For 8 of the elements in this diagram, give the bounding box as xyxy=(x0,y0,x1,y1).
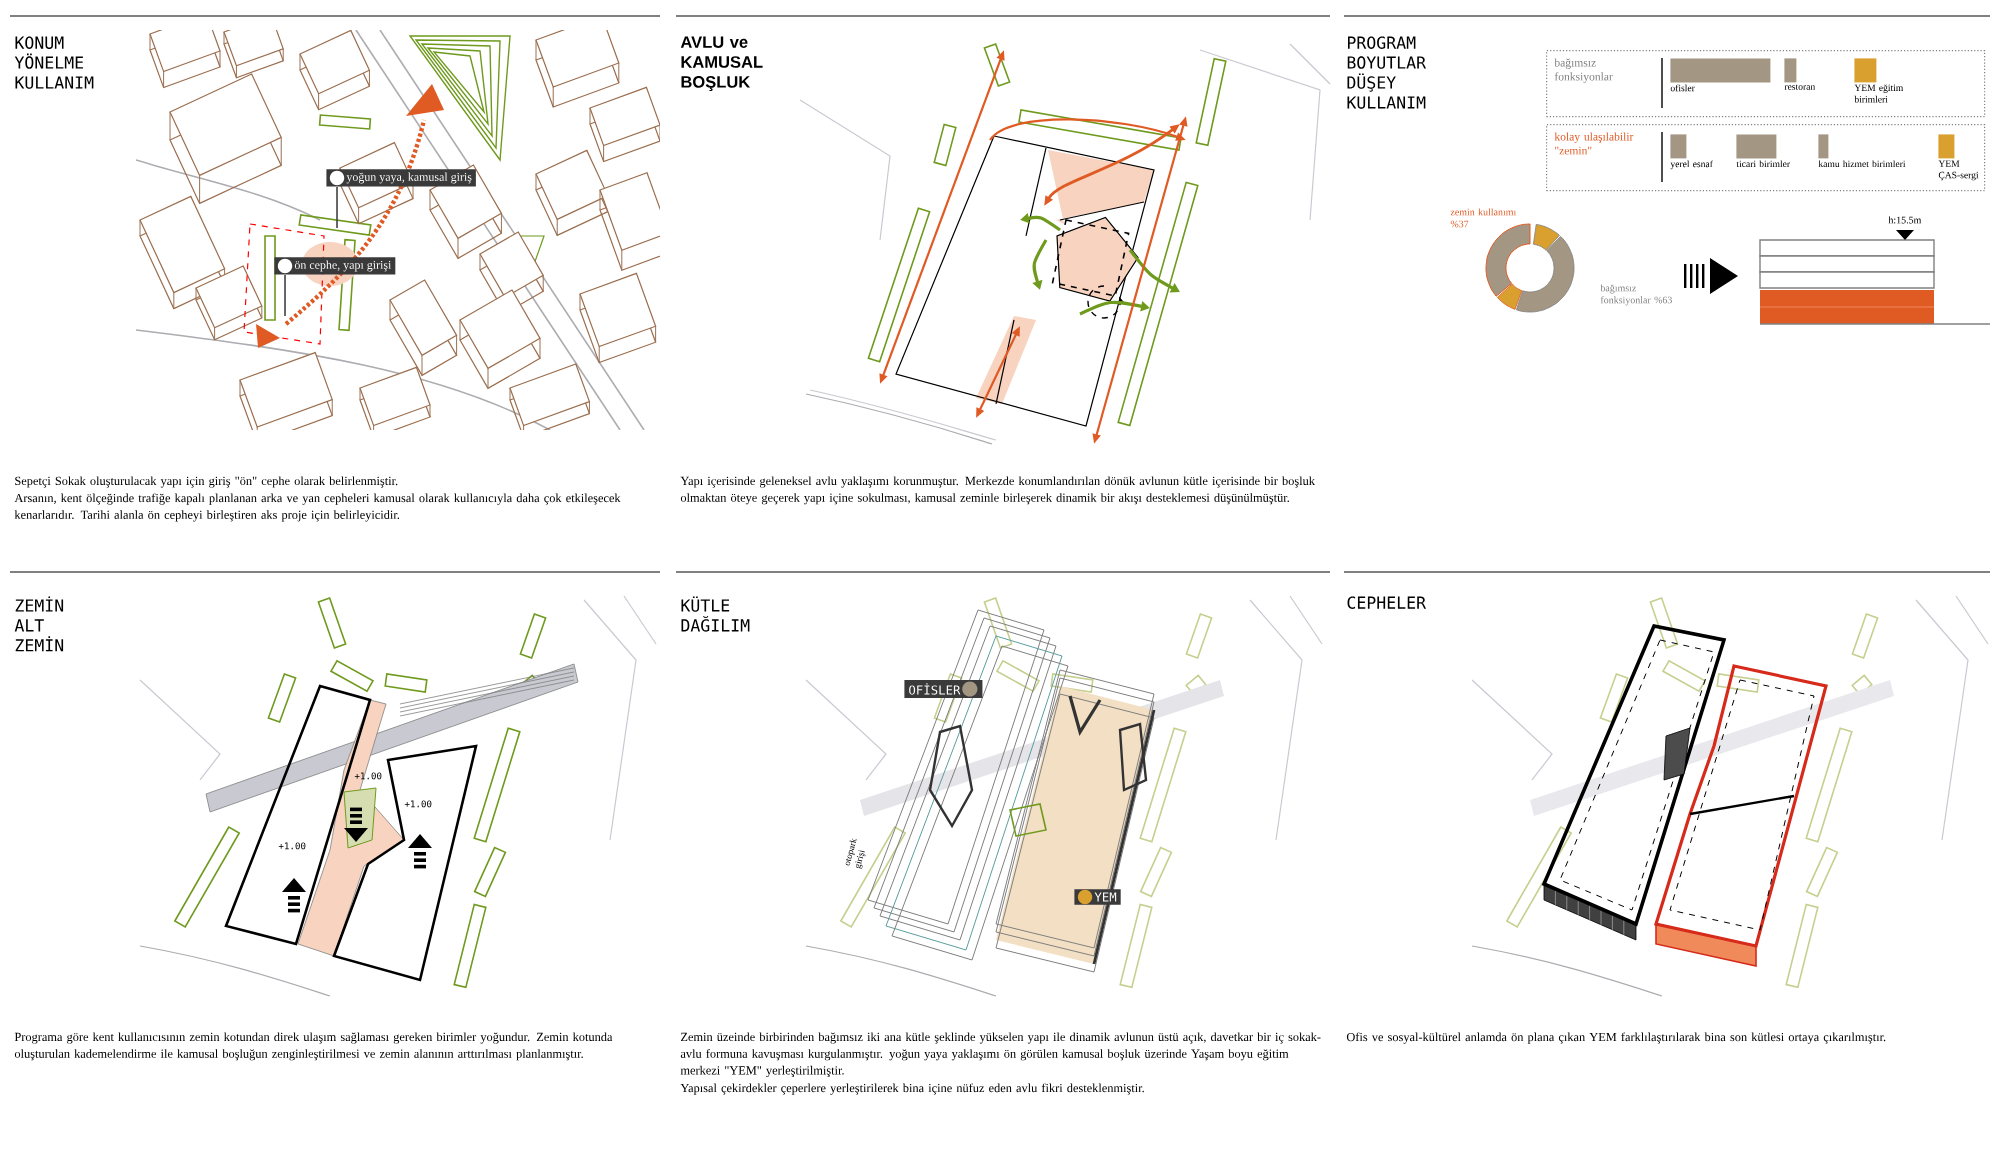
leader-line xyxy=(284,274,286,317)
section-heading: KÜTLE DAĞILIM xyxy=(681,596,750,632)
leader-line xyxy=(336,186,338,229)
section-heading: CEPHELER xyxy=(1347,596,1427,609)
section-heading: ZEMİN ALT ZEMİN xyxy=(14,596,64,652)
section-heading: AVLU ve KAMUSAL BOŞLUK xyxy=(680,36,763,92)
section-heading: PROGRAM BOYUTLAR DÜŞEY KULLANIM xyxy=(1347,36,1427,109)
section-heading: KONUM YÖNELME KULLANIM xyxy=(14,36,94,89)
